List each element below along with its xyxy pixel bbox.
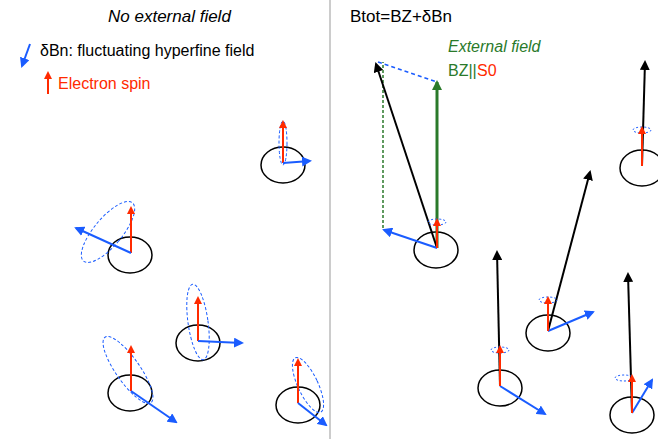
field-label: BZ|| — [448, 62, 477, 80]
legend-arrow — [22, 44, 30, 66]
legend-label: δBn: fluctuating hyperfine field — [40, 42, 254, 60]
spin-sites-field — [376, 62, 658, 433]
panel-heading: No external field — [108, 8, 231, 27]
field-label: External field — [448, 38, 541, 56]
legend-label: Electron spin — [58, 75, 151, 93]
divider — [330, 0, 331, 439]
legend-arrow — [47, 73, 49, 94]
spin-sites — [73, 121, 330, 425]
panel-heading: Btot=BZ+δBn — [350, 8, 452, 27]
field-label: S0 — [477, 62, 497, 80]
